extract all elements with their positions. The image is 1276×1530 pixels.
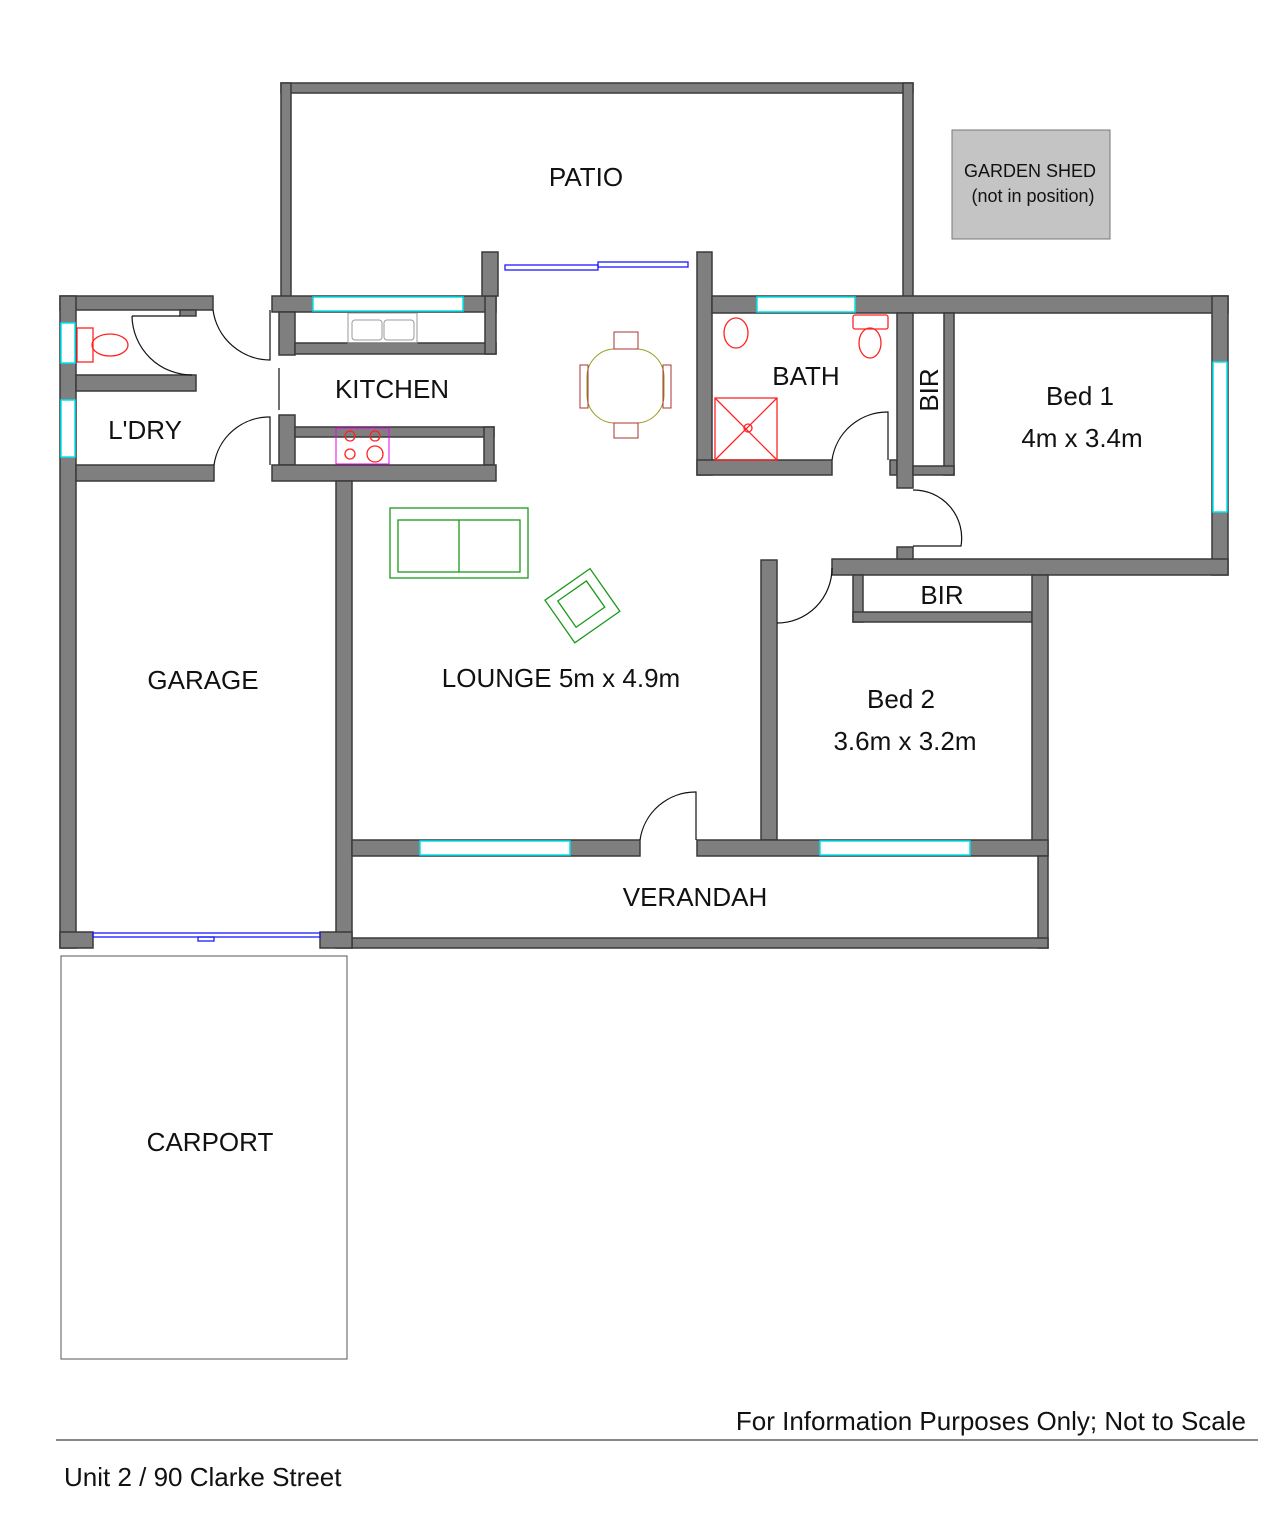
label-bed2: Bed 2 (867, 684, 935, 714)
label-laundry: L'DRY (108, 415, 182, 445)
label-bath: BATH (772, 361, 839, 391)
garden-shed (951, 129, 1111, 240)
address: Unit 2 / 90 Clarke Street (64, 1462, 342, 1492)
label-bed1-size: 4m x 3.4m (1021, 423, 1142, 453)
label-bir-1: BIR (914, 368, 944, 411)
windows (60, 296, 1228, 856)
fixtures (76, 312, 889, 644)
label-bed2-size: 3.6m x 3.2m (833, 726, 976, 756)
label-lounge: LOUNGE 5m x 4.9m (442, 663, 680, 693)
label-garden-shed: GARDEN SHED (964, 161, 1096, 181)
label-garage: GARAGE (147, 665, 258, 695)
label-carport: CARPORT (147, 1127, 274, 1157)
room-labels: PATIO GARDEN SHED (not in position) KITC… (108, 161, 1143, 1157)
disclaimer: For Information Purposes Only; Not to Sc… (736, 1406, 1246, 1436)
label-bed1: Bed 1 (1046, 381, 1114, 411)
label-bir-2: BIR (920, 580, 963, 610)
label-kitchen: KITCHEN (335, 374, 449, 404)
label-garden-shed-note: (not in position) (971, 186, 1094, 206)
carport-outline (60, 955, 348, 1360)
door-swings (131, 309, 963, 841)
label-patio: PATIO (549, 162, 623, 192)
sliding-doors (92, 261, 689, 942)
label-verandah: VERANDAH (623, 882, 767, 912)
